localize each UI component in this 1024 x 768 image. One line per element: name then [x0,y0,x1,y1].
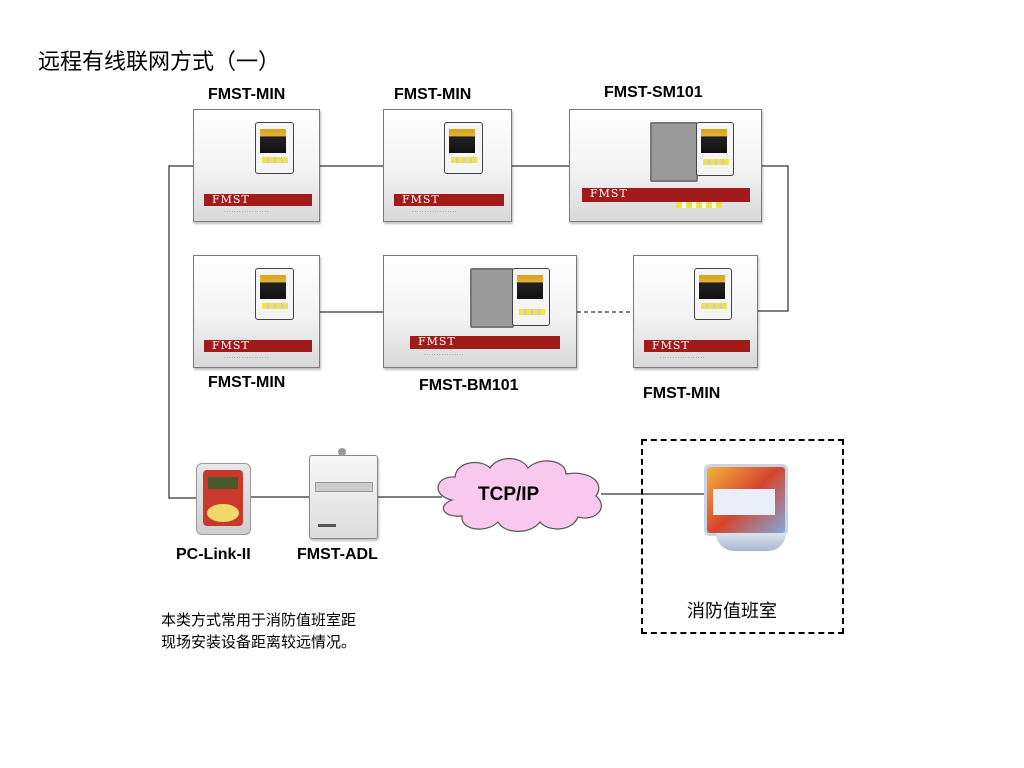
device-label-min-1: FMST-MIN [208,86,286,103]
device-label-pclink: PC-Link-II [176,546,251,563]
control-panel-icon [696,122,734,176]
control-panel-icon [255,122,294,174]
brand-strip: FMST [410,336,560,349]
key-row-icon [676,202,722,208]
note-line-2: 现场安装设备距离较远情况。 [161,633,357,651]
device-label-min-2: FMST-MIN [394,86,472,103]
tcpip-cloud-icon [437,458,602,532]
pc-link-ii-device [196,463,251,535]
fmst-min-device-1: FMST · · · · · · · · · · · · · · · · · · [193,109,320,222]
control-room-box [641,439,844,634]
control-room-label: 消防值班室 [687,601,777,622]
page-title: 远程有线联网方式（一） [38,50,281,75]
brand-strip: FMST [204,194,312,206]
fmst-sm101-device: FMST [569,109,762,222]
network-label: TCP/IP [478,484,540,505]
fmst-min-device-4: FMST · · · · · · · · · · · · · · · · · · [633,255,758,368]
description-note: 本类方式常用于消防值班室距 现场安装设备距离较远情况。 [161,609,356,653]
control-panel-icon [694,268,732,320]
brand-strip: FMST [394,194,504,206]
fmst-bm101-device: FMST · · · · · · · · · · · · · · · · [383,255,577,368]
caption-text: · · · · · · · · · · · · · · · · · · [660,355,705,360]
computer-monitor-icon [704,464,788,536]
device-label-sm101: FMST-SM101 [604,84,703,101]
fmst-min-device-2: FMST · · · · · · · · · · · · · · · · · · [383,109,512,222]
fmst-adl-device [309,455,378,539]
lcd-display-icon [650,122,698,182]
device-label-adl: FMST-ADL [297,546,378,563]
control-panel-icon [255,268,294,320]
brand-strip: FMST [204,340,312,352]
device-label-bm101: FMST-BM101 [419,377,519,394]
fmst-min-device-3: FMST · · · · · · · · · · · · · · · · · · [193,255,320,368]
device-label-min-4: FMST-MIN [643,385,721,402]
antenna-icon [338,448,346,456]
caption-text: · · · · · · · · · · · · · · · · · · [224,355,269,360]
caption-text: · · · · · · · · · · · · · · · · · · [412,209,457,214]
brand-strip: FMST [582,188,750,202]
brand-strip: FMST [644,340,750,352]
control-panel-icon [444,122,483,174]
note-line-1: 本类方式常用于消防值班室距 [161,611,357,629]
device-label-min-3: FMST-MIN [208,374,286,391]
caption-text: · · · · · · · · · · · · · · · · · · [224,209,269,214]
monitor-stand-icon [716,533,786,551]
control-panel-icon [512,268,550,326]
lcd-display-icon [470,268,514,328]
caption-text: · · · · · · · · · · · · · · · · [424,352,464,357]
